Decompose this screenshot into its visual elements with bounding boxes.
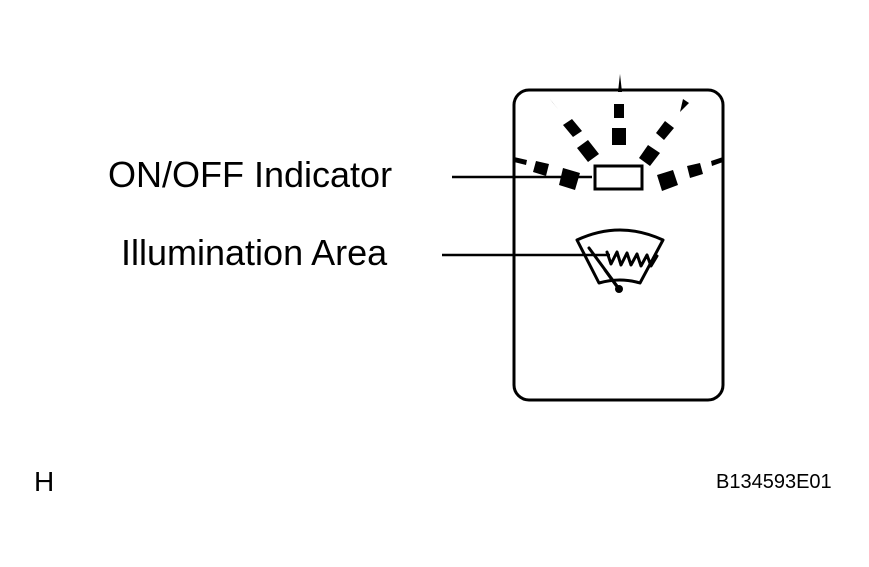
ray-ul-seg-2 [577, 140, 599, 162]
ray-ur-seg-2 [639, 145, 660, 166]
figure-id: B134593E01 [716, 471, 832, 493]
ray-left-tip [514, 157, 527, 165]
ray-right-seg-2 [657, 170, 678, 191]
ray-top-seg-2 [612, 128, 626, 145]
ray-top-tip [618, 74, 622, 92]
ray-ul-seg-1 [563, 119, 582, 137]
light-rays [514, 74, 723, 191]
ray-ur-tip [680, 99, 689, 112]
corner-code-left: H [34, 466, 55, 497]
on-off-indicator-lamp [593, 164, 644, 191]
ray-right-seg-1 [687, 163, 703, 178]
ray-right-tip [711, 157, 723, 166]
ray-left-seg-1 [533, 161, 549, 176]
ray-ul-tip [549, 98, 558, 109]
wiper-pivot [615, 285, 623, 293]
ray-top-seg-1 [614, 104, 624, 118]
illumination-area-label: Illumination Area [121, 232, 388, 273]
on-off-indicator-label: ON/OFF Indicator [108, 154, 393, 195]
ray-ur-seg-1 [656, 121, 674, 140]
rear-wiper-icon [575, 228, 665, 290]
ray-left-seg-2 [559, 168, 580, 190]
